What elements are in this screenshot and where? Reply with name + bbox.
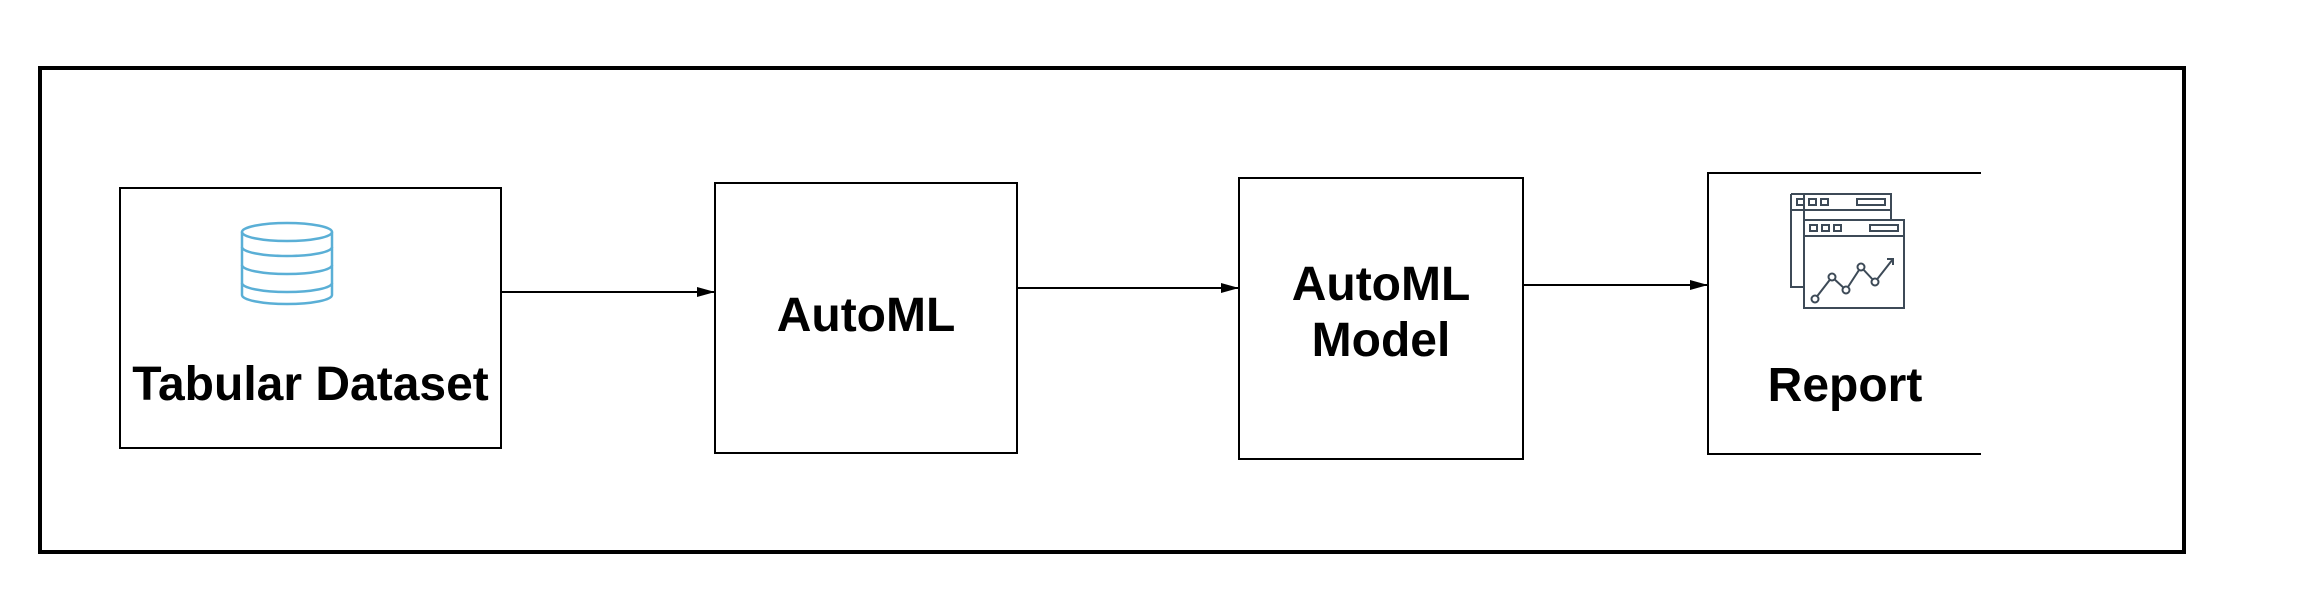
node-label-report: Report xyxy=(1767,359,1923,412)
node-report: Report xyxy=(1707,172,1981,455)
node-tabular-dataset: Tabular Dataset xyxy=(119,187,502,449)
database-icon xyxy=(240,221,334,306)
report-chart-icon xyxy=(1790,193,1905,309)
node-label-automl-model-line1: AutoML xyxy=(1291,258,1471,311)
node-automl: AutoML xyxy=(714,182,1018,454)
node-automl-model: AutoML Model xyxy=(1238,177,1524,460)
diagram-frame xyxy=(38,66,2186,554)
node-label-automl-model-line2: Model xyxy=(1311,314,1451,367)
node-label-automl: AutoML xyxy=(776,289,956,342)
node-label-tabular-dataset: Tabular Dataset xyxy=(132,358,489,411)
